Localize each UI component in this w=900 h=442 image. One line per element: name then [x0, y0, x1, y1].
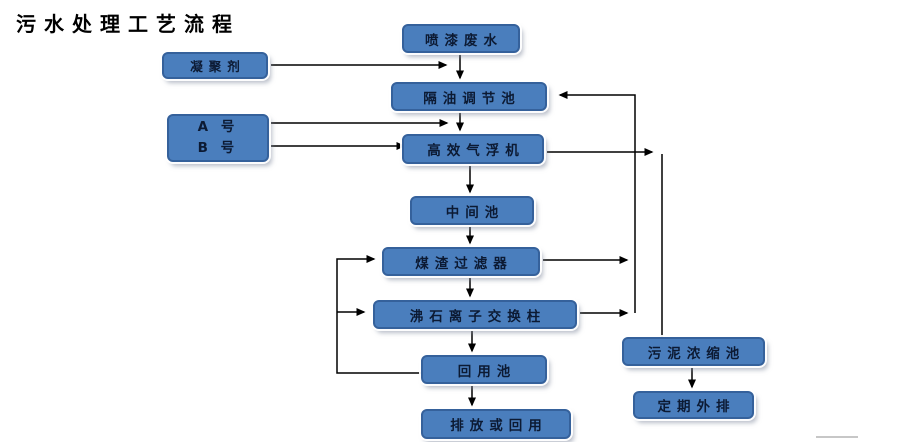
node-label: 污泥浓缩池	[647, 345, 746, 362]
node-label: 回用池	[457, 363, 517, 380]
bottom-right-divider-line	[816, 436, 858, 438]
node-label: 隔油调节池	[423, 90, 521, 107]
node-zeolite-ion-exchange-column: 沸石离子交换柱	[373, 300, 577, 329]
node-oil-separation-tank: 隔油调节池	[391, 82, 547, 111]
node-label: 凝聚剂	[190, 59, 246, 74]
arrow-backwash-return-to-oiltank	[558, 91, 636, 313]
node-reuse-tank: 回用池	[421, 355, 547, 384]
node-label: 高效气浮机	[427, 143, 525, 159]
node-label: 定期外排	[657, 399, 736, 415]
node-discharge-or-reuse: 排放或回用	[421, 409, 571, 439]
node-periodic-external-discharge: 定期外排	[633, 391, 754, 419]
node-label: 中间池	[445, 204, 505, 221]
node-label: 排放或回用	[450, 418, 548, 434]
node-label: A 号 B 号	[198, 117, 239, 159]
node-sludge-thickening-tank: 污泥浓缩池	[622, 337, 765, 366]
node-label: 喷漆废水	[425, 32, 503, 49]
node-label: 沸石离子交换柱	[409, 308, 547, 325]
node-air-flotation-machine: 高效气浮机	[402, 134, 544, 164]
node-chemical-a-b: A 号 B 号	[167, 114, 269, 162]
page-title: 污水处理工艺流程	[16, 12, 240, 36]
node-label: 煤渣过滤器	[415, 255, 513, 272]
node-label-line2: B 号	[197, 140, 239, 156]
node-intermediate-tank: 中间池	[410, 196, 534, 225]
node-spray-paint-wastewater: 喷漆废水	[402, 24, 520, 53]
node-label-line1: A 号	[197, 119, 239, 136]
node-coal-slag-filter: 煤渣过滤器	[382, 247, 540, 276]
node-coagulant: 凝聚剂	[162, 52, 268, 79]
